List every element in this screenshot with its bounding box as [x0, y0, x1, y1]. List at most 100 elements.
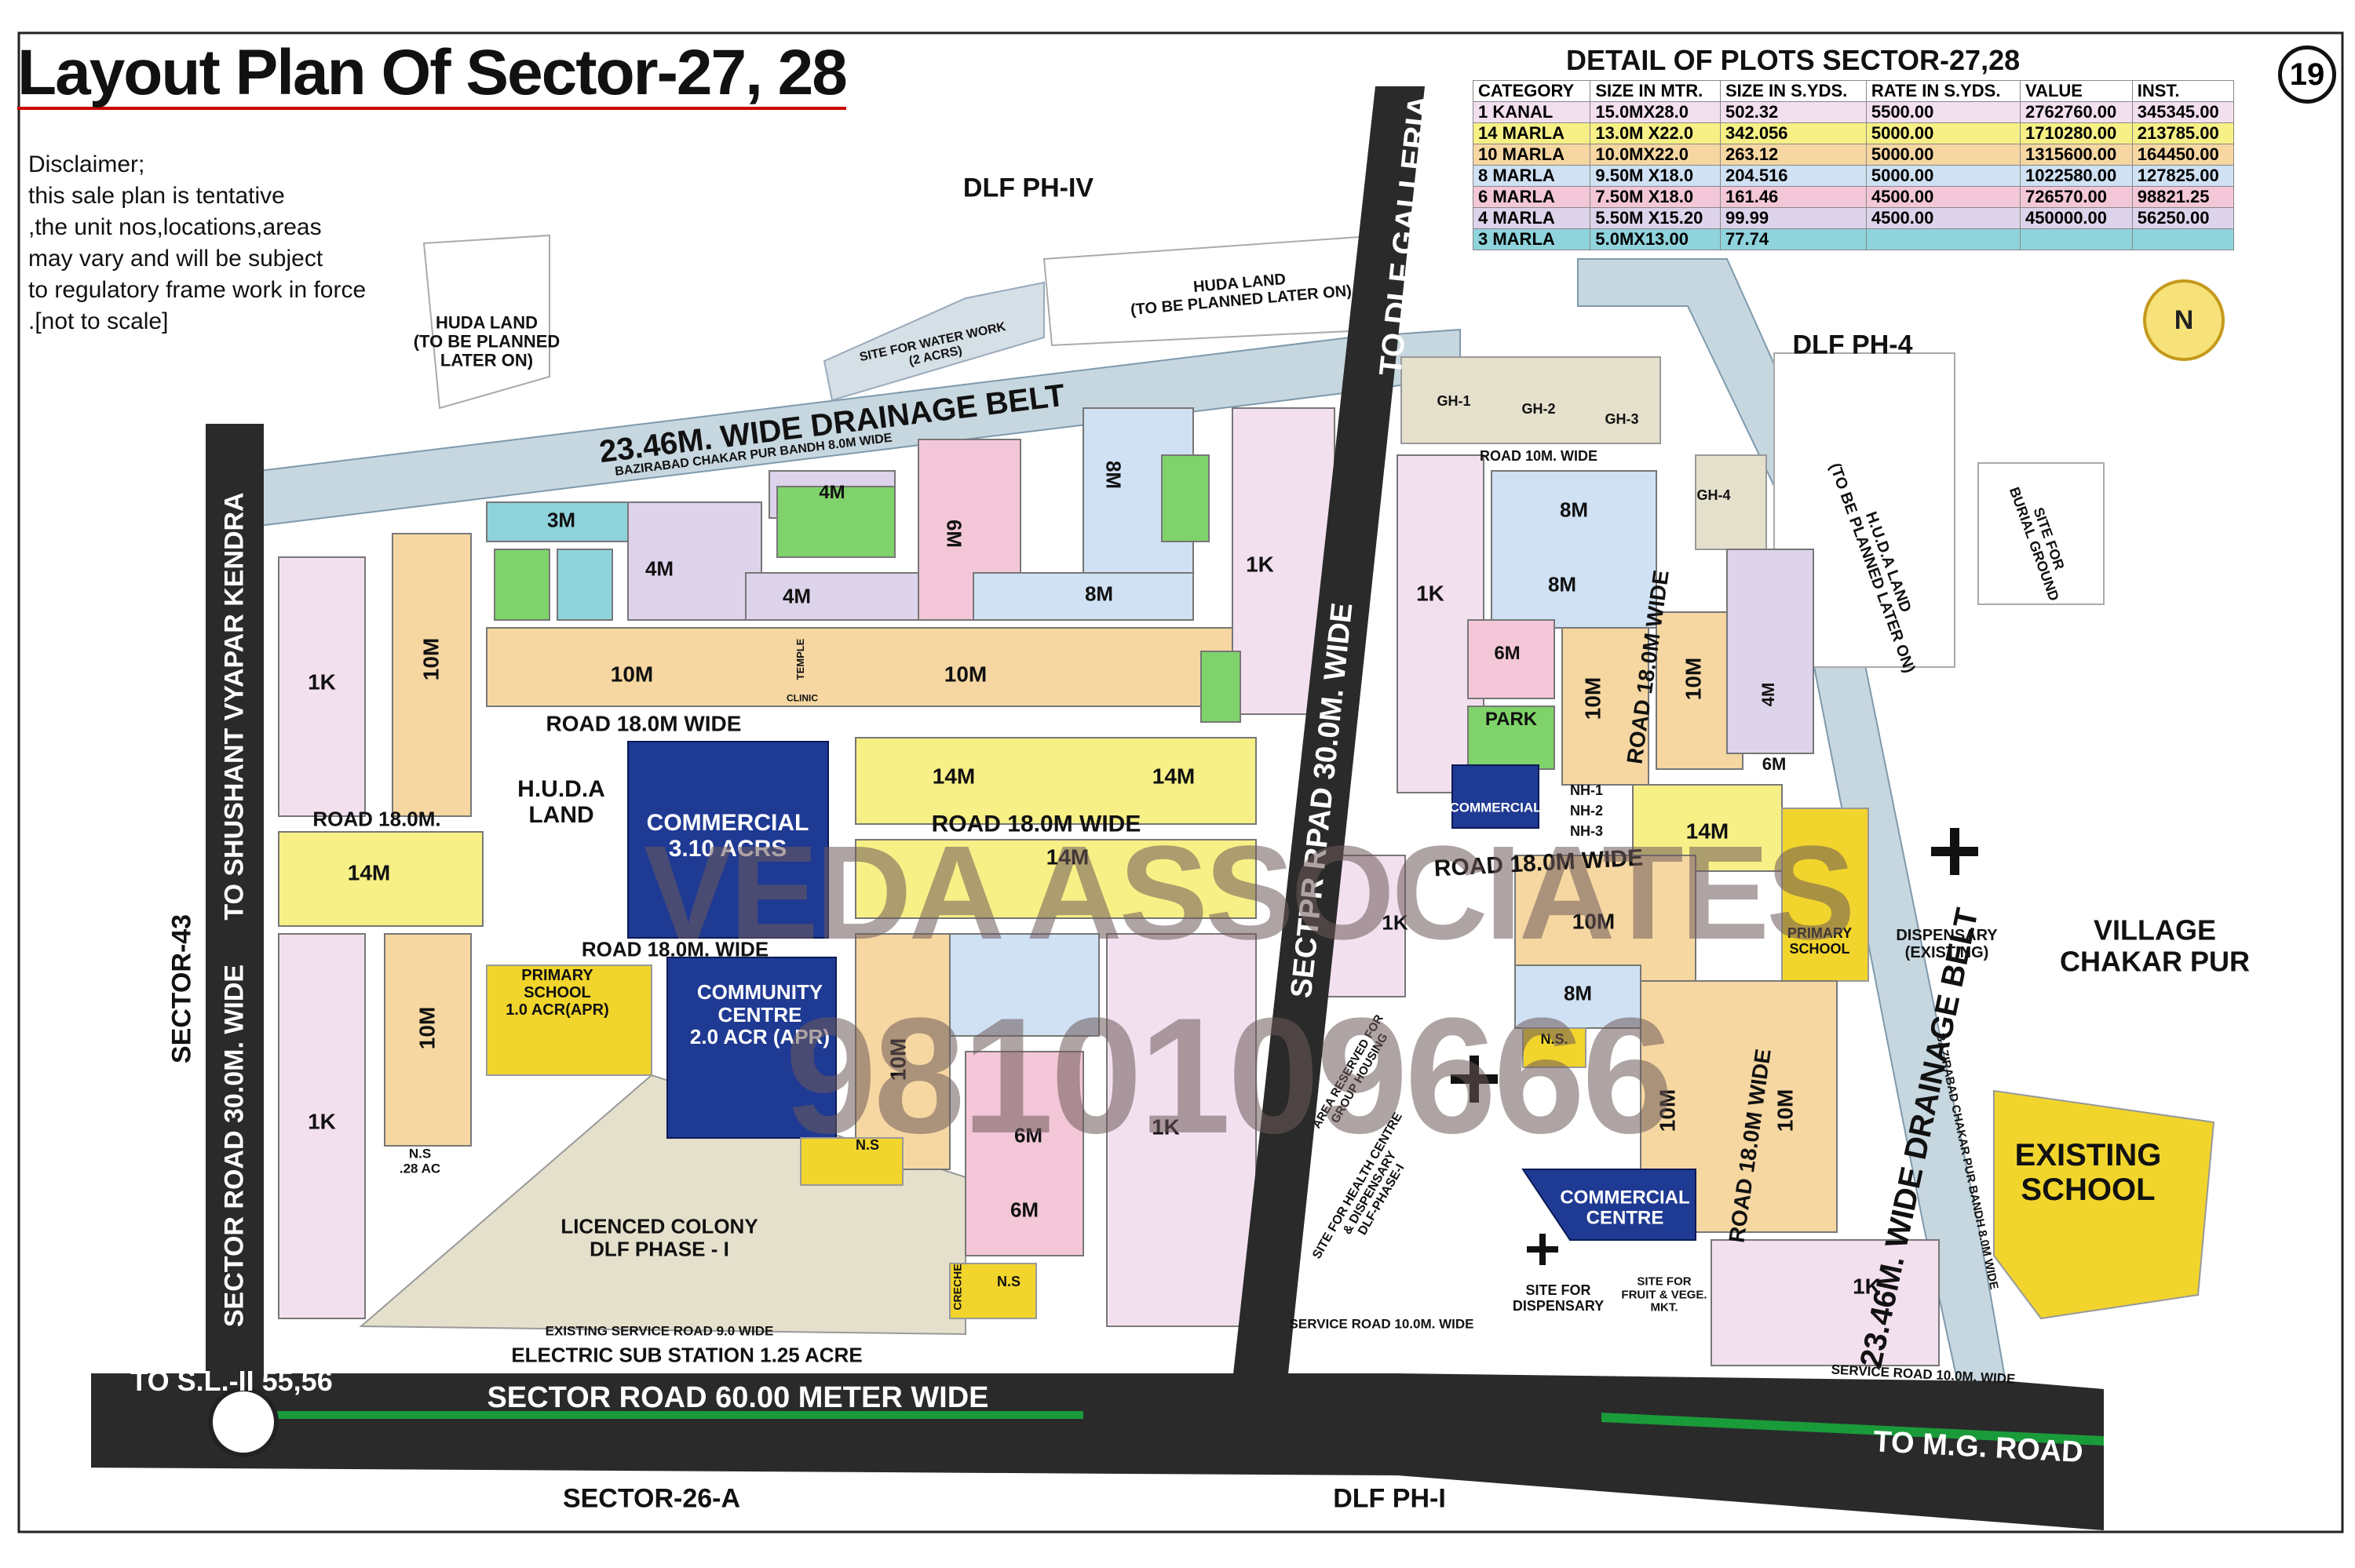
block-label-10m-a: 10M — [418, 637, 444, 681]
block-3m-small — [557, 549, 613, 621]
label-huda-land-left: HUDA LAND (TO BE PLANNED LATER ON) — [413, 312, 560, 371]
block-label-8m-e: 8M — [1563, 981, 1593, 1005]
block-10m-left-top — [392, 533, 472, 817]
block-1k-lower — [1106, 933, 1257, 1327]
block-label-8m-d: 8M — [1547, 572, 1577, 596]
block-4m-a — [627, 501, 762, 621]
school-left-area — [486, 965, 652, 1076]
watermark-company: VEDA ASSOCIATES — [644, 819, 1855, 968]
label-to-shushant: TO SHUSHANT VYAPAR KENDRA — [219, 492, 250, 921]
label-commercial-small: COMMERCIAL — [1449, 800, 1542, 815]
col-rate: RATE IN S.YDS. — [1865, 80, 2021, 102]
label-gh1: GH-1 — [1437, 393, 1471, 410]
block-4m-c — [745, 572, 919, 621]
plots-table-cell: 5000.00 — [1865, 144, 2021, 166]
col-size-yds: SIZE IN S.YDS. — [1720, 80, 1867, 102]
north-arrow-icon: N — [2143, 279, 2225, 361]
block-label-6m-e: 6M — [1762, 753, 1787, 774]
label-ns-1: N.S — [855, 1137, 880, 1154]
label-existing-school: EXISTING SCHOOL — [2014, 1138, 2162, 1207]
label-road-18-b: ROAD 18.0M WIDE — [931, 811, 1141, 837]
block-label-1k-b: 1K — [308, 1109, 336, 1134]
dispensary-cross-icon — [1931, 828, 1978, 875]
plots-table-cell — [2020, 228, 2133, 250]
plots-table-cell: 15.0MX28.0 — [1590, 101, 1721, 123]
label-huda-land-center: H.U.D.A LAND — [517, 776, 605, 828]
label-commercial-centre: COMMERCIAL CENTRE — [1560, 1187, 1690, 1229]
plots-table-cell: 2762760.00 — [2020, 101, 2133, 123]
label-dispensary-existing: DISPENSARY (EXISTING) — [1896, 927, 1998, 961]
block-label-1k-g: 1K — [1853, 1274, 1881, 1299]
plots-table-header-row: CATEGORY SIZE IN MTR. SIZE IN S.YDS. RAT… — [1472, 80, 2235, 102]
block-8m-mid — [973, 572, 1194, 621]
block-label-1k-f: 1K — [1382, 910, 1408, 935]
block-label-1k-c: 1K — [1246, 552, 1274, 577]
plots-table-cell: 502.32 — [1720, 101, 1867, 123]
label-primary-school-right: PRIMARY SCHOOL — [1787, 925, 1853, 957]
label-gh4: GH-4 — [1696, 487, 1731, 504]
label-sector-26a: SECTOR-26-A — [562, 1483, 741, 1514]
plots-table-cell: 56250.00 — [2131, 207, 2235, 229]
plots-table-title: DETAIL OF PLOTS SECTOR-27,28 — [1566, 44, 2021, 76]
road-accent-left — [267, 1411, 1083, 1419]
block-8m-right-a — [1491, 470, 1657, 629]
plots-table-cell: 8 MARLA — [1472, 165, 1591, 187]
park-top-c — [494, 549, 550, 621]
park-mid — [1200, 651, 1241, 723]
dispensary-site-cross-icon — [1527, 1234, 1558, 1265]
block-3m — [486, 501, 644, 542]
label-road-18-a: ROAD 18.0M WIDE — [546, 711, 742, 736]
block-label-1k-a: 1K — [308, 669, 336, 695]
plots-table: CATEGORY SIZE IN MTR. SIZE IN S.YDS. RAT… — [1472, 80, 2235, 250]
plots-table-cell: 1 KANAL — [1472, 101, 1591, 123]
commercial-main-area — [627, 741, 829, 939]
label-service-road-10: SERVICE ROAD 10.0M. WIDE — [1289, 1316, 1474, 1332]
label-fruit-market: SITE FOR FRUIT & VEGE. MKT. — [1621, 1274, 1707, 1315]
sector-road-30-center — [1232, 86, 1425, 1381]
disclaimer-text: Disclaimer; this sale plan is tentative … — [28, 151, 367, 334]
label-village: VILLAGE CHAKAR PUR — [2060, 913, 2250, 977]
plots-table-cell: 5000.00 — [1865, 122, 2021, 144]
block-14m-left — [278, 831, 484, 927]
block-label-10m-h: 10M — [1572, 909, 1616, 934]
plots-table-cell: 5.50M X15.20 — [1590, 207, 1721, 229]
label-sector-43: SECTOR-43 — [166, 913, 197, 1064]
creche-area — [949, 1263, 1037, 1319]
plots-table-cell: 164450.00 — [2131, 144, 2235, 166]
label-ns-2: N.S — [996, 1274, 1021, 1290]
block-label-8m-a: 8M — [1101, 460, 1126, 490]
block-label-6m-b: 6M — [1013, 1123, 1043, 1147]
block-6m-right — [1467, 619, 1555, 699]
plots-table-cell: 161.46 — [1720, 186, 1867, 208]
block-14m-lower — [855, 839, 1257, 919]
park-top-b — [1161, 454, 1210, 542]
plots-table-cell: 1710280.00 — [2020, 122, 2133, 144]
label-creche: CRECHE — [951, 1264, 964, 1311]
existing-school-area — [1993, 1089, 2215, 1320]
col-value: VALUE — [2020, 80, 2133, 102]
block-10m-long — [486, 627, 1241, 707]
block-label-10m-b: 10M — [414, 1006, 440, 1050]
plots-table-cell: 4 MARLA — [1472, 207, 1591, 229]
plots-table-cell: 204.516 — [1720, 165, 1867, 187]
plots-table-cell: 263.12 — [1720, 144, 1867, 166]
block-label-1k-e: 1K — [1416, 581, 1444, 606]
block-label-8m-b: 8M — [1084, 582, 1114, 606]
label-electric-sub: ELECTRIC SUB STATION 1.25 ACRE — [511, 1343, 863, 1367]
block-label-10m-c: 10M — [610, 662, 654, 687]
block-14m-mid — [855, 737, 1257, 825]
block-10m-left-bottom — [384, 933, 472, 1147]
block-label-4m-c: 4M — [782, 584, 812, 608]
label-to-sl: TO S.L.-II 55,56 — [130, 1365, 333, 1398]
block-label-10m-g: 10M — [1681, 657, 1706, 701]
block-10m-right-a — [1561, 627, 1649, 786]
plots-table-cell: 4500.00 — [1865, 207, 2021, 229]
block-label-10m-d: 10M — [944, 662, 988, 687]
block-label-14m-e: 14M — [1685, 819, 1729, 844]
plots-table-cell: 127825.00 — [2131, 165, 2235, 187]
